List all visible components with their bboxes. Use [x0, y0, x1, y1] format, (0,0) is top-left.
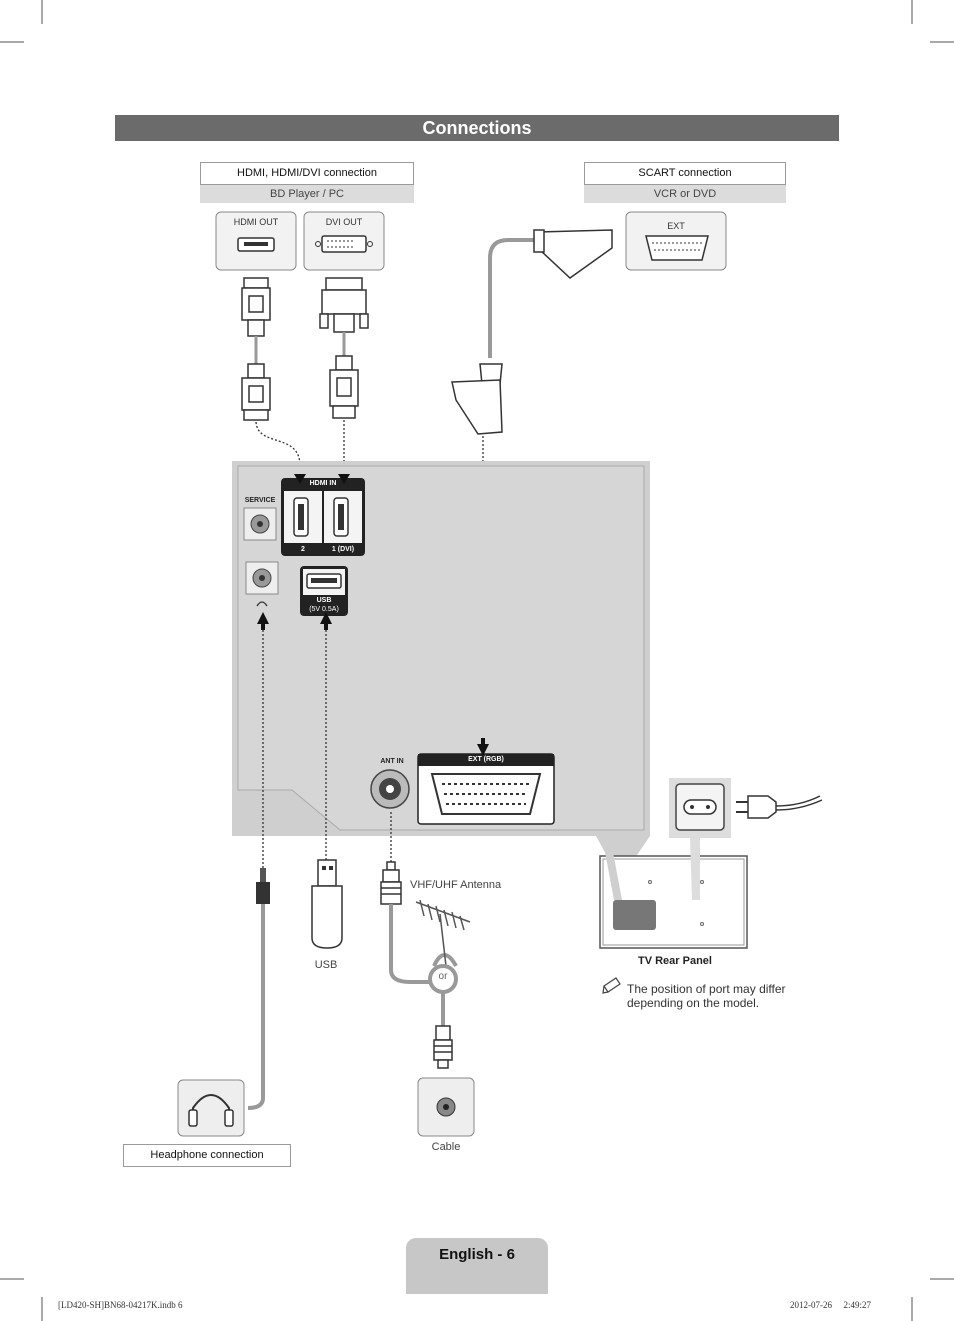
- headphone-jack-icon: [245, 561, 279, 607]
- hdmi-section-label: HDMI, HDMI/DVI connection: [200, 162, 414, 185]
- hdmi-in-1-label: 1 (DVI): [331, 546, 355, 553]
- power-plug-icon: [736, 795, 823, 819]
- or-label: or: [438, 971, 448, 982]
- dvi-out-port-icon: [303, 211, 385, 271]
- usb-port-icon: [300, 566, 348, 616]
- hdmi-cable-icon: [241, 277, 271, 421]
- hdmi-out-label: HDMI OUT: [233, 217, 279, 227]
- ant-in-jack-icon: [370, 769, 410, 809]
- antenna-cable: [389, 904, 430, 984]
- hdmi-link-line: [255, 421, 301, 467]
- note-line-1: The position of port may differ: [627, 982, 786, 996]
- note-pencil-icon: [602, 977, 621, 994]
- ext-rgb-label: EXT (RGB): [468, 756, 504, 763]
- usb-stick-icon: [311, 859, 343, 949]
- power-socket-icon: [669, 778, 731, 838]
- scart-ext-port-icon: [625, 211, 727, 271]
- antenna-plug-icon: [380, 861, 402, 905]
- note-line-2: depending on the model.: [627, 996, 760, 1010]
- footer-file-info: [LD420-SH]BN68-04217K.indb 6: [58, 1300, 183, 1310]
- usb-device-label: USB: [314, 959, 338, 971]
- page-title: Connections: [115, 115, 839, 141]
- dvi-out-label: DVI OUT: [325, 217, 363, 227]
- headphone-section-label: Headphone connection: [123, 1144, 291, 1167]
- hdmi-in-2-label: 2: [301, 546, 305, 553]
- scart-cable-icon: [451, 229, 613, 435]
- hdmi-out-port-icon: [215, 211, 297, 271]
- tv-rear-panel-label: TV Rear Panel: [638, 955, 712, 967]
- headphone-icon: [177, 1079, 245, 1137]
- hdmi-in-label: HDMI IN: [309, 480, 337, 487]
- scart-section-label: SCART connection: [584, 162, 786, 185]
- page-number-badge: English - 6: [406, 1238, 548, 1294]
- usb-port-label: USB: [316, 597, 332, 604]
- ant-in-label: ANT IN: [380, 758, 404, 765]
- port-position-note: The position of port may differ dependin…: [627, 982, 786, 1010]
- usb-port-rating: (5V 0.5A): [309, 606, 339, 613]
- service-label: SERVICE: [244, 497, 276, 504]
- connection-arrows: [257, 474, 489, 756]
- service-jack-icon: [243, 507, 277, 541]
- hdmi-in-ports: [281, 478, 365, 556]
- footer-timestamp: 2012-07-26   2:49:27: [790, 1300, 871, 1310]
- antenna-icon: [415, 899, 471, 967]
- antenna-label: VHF/UHF Antenna: [410, 879, 502, 891]
- headphone-plug-icon: [247, 868, 270, 1110]
- cable-label: Cable: [431, 1141, 461, 1153]
- cable-wall-socket-icon: [417, 1077, 475, 1137]
- cable-plug-icon: [433, 1025, 453, 1069]
- ext-rgb-port-icon: [417, 753, 555, 825]
- hdmi-source-device: BD Player / PC: [200, 185, 414, 203]
- tv-rear-panel-icon: [599, 836, 748, 949]
- dvi-cable-icon: [319, 277, 369, 419]
- ext-label: EXT: [667, 221, 685, 231]
- scart-source-device: VCR or DVD: [584, 185, 786, 203]
